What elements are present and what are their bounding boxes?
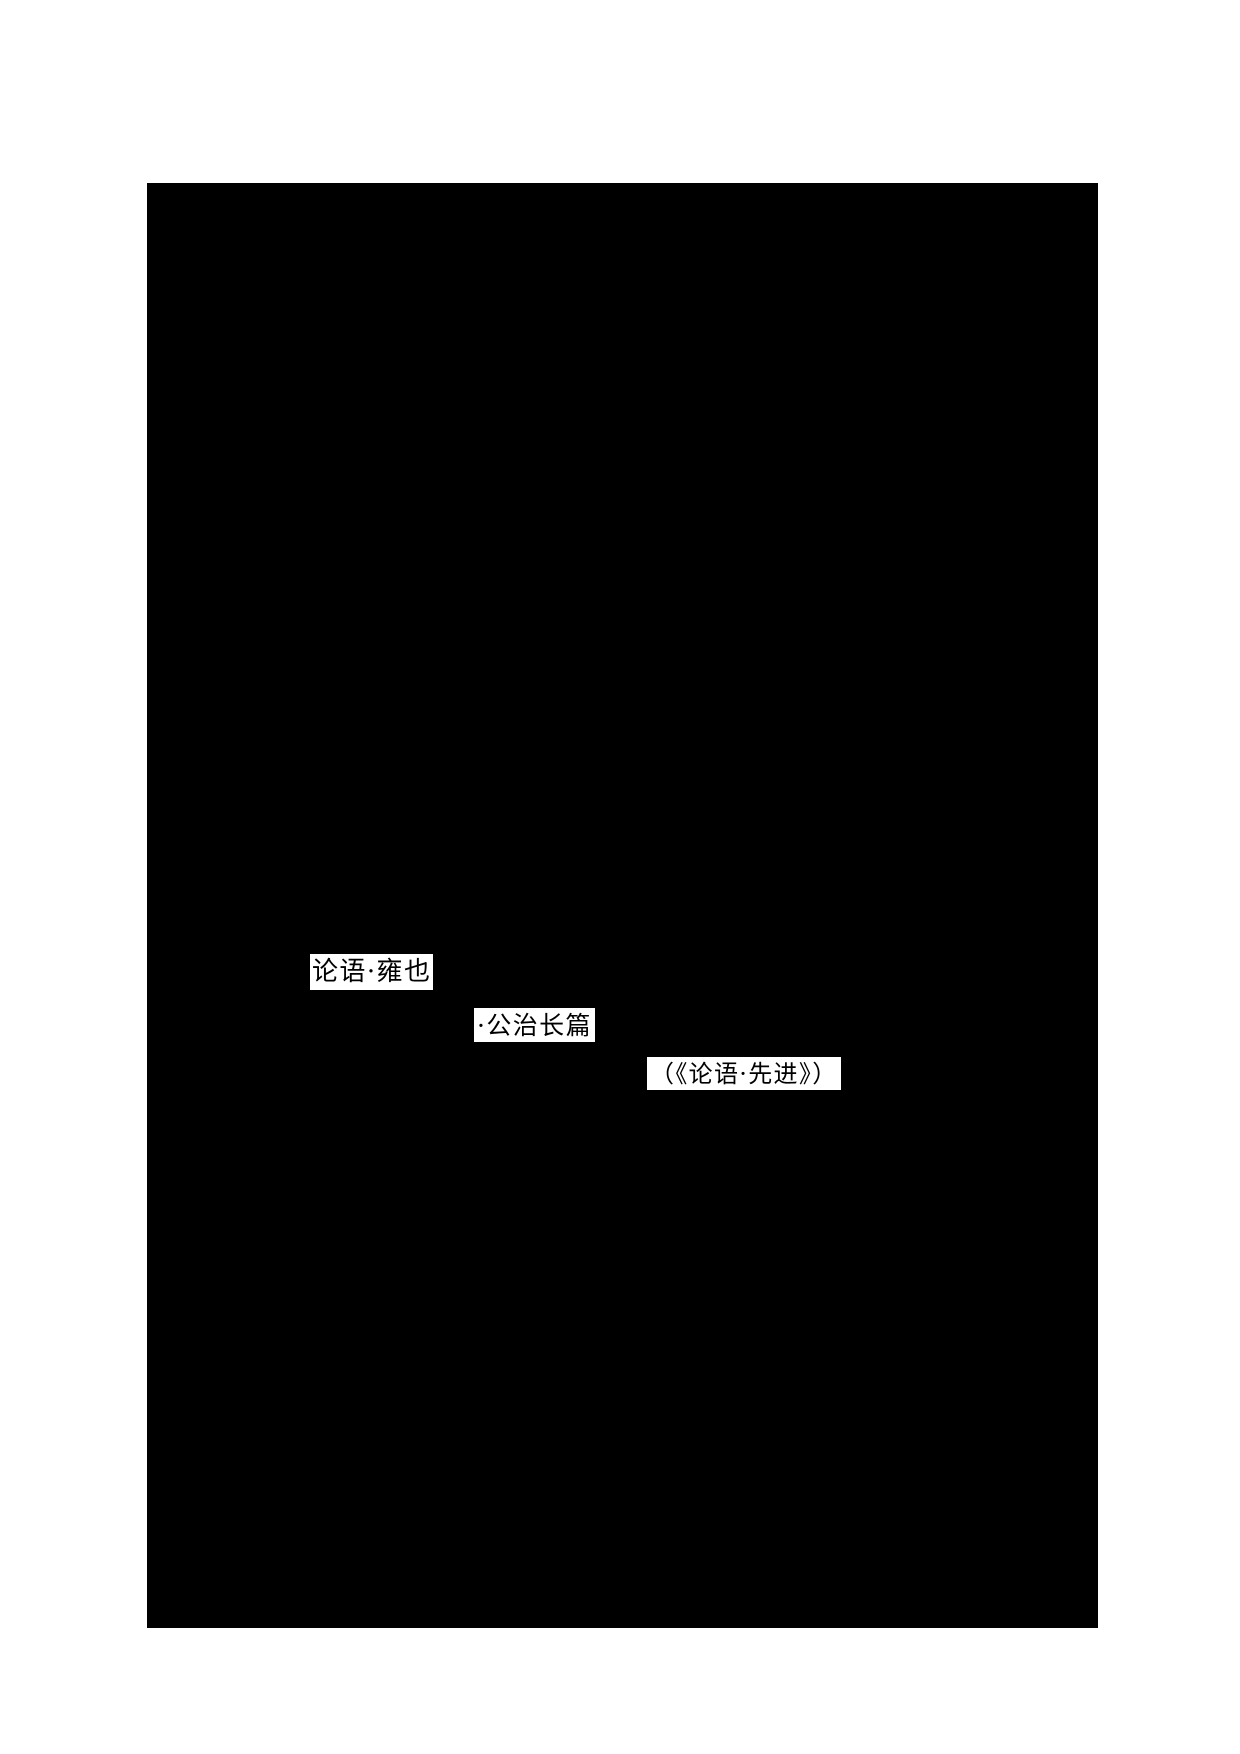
redaction-block bbox=[147, 183, 1098, 1628]
text-fragment-gongyechang-pian: ·公治长篇 bbox=[474, 1008, 595, 1042]
text-fragment-label: 论语·雍也 bbox=[312, 957, 432, 987]
text-fragment-lunyu-xianjin-citation: （《论语·先进》） bbox=[647, 1057, 841, 1090]
text-fragment-label: ·公治长篇 bbox=[477, 1010, 592, 1040]
text-fragment-label: （《论语·先进》） bbox=[650, 1059, 838, 1088]
text-fragment-lunyu-yongye: 论语·雍也 bbox=[310, 954, 434, 990]
